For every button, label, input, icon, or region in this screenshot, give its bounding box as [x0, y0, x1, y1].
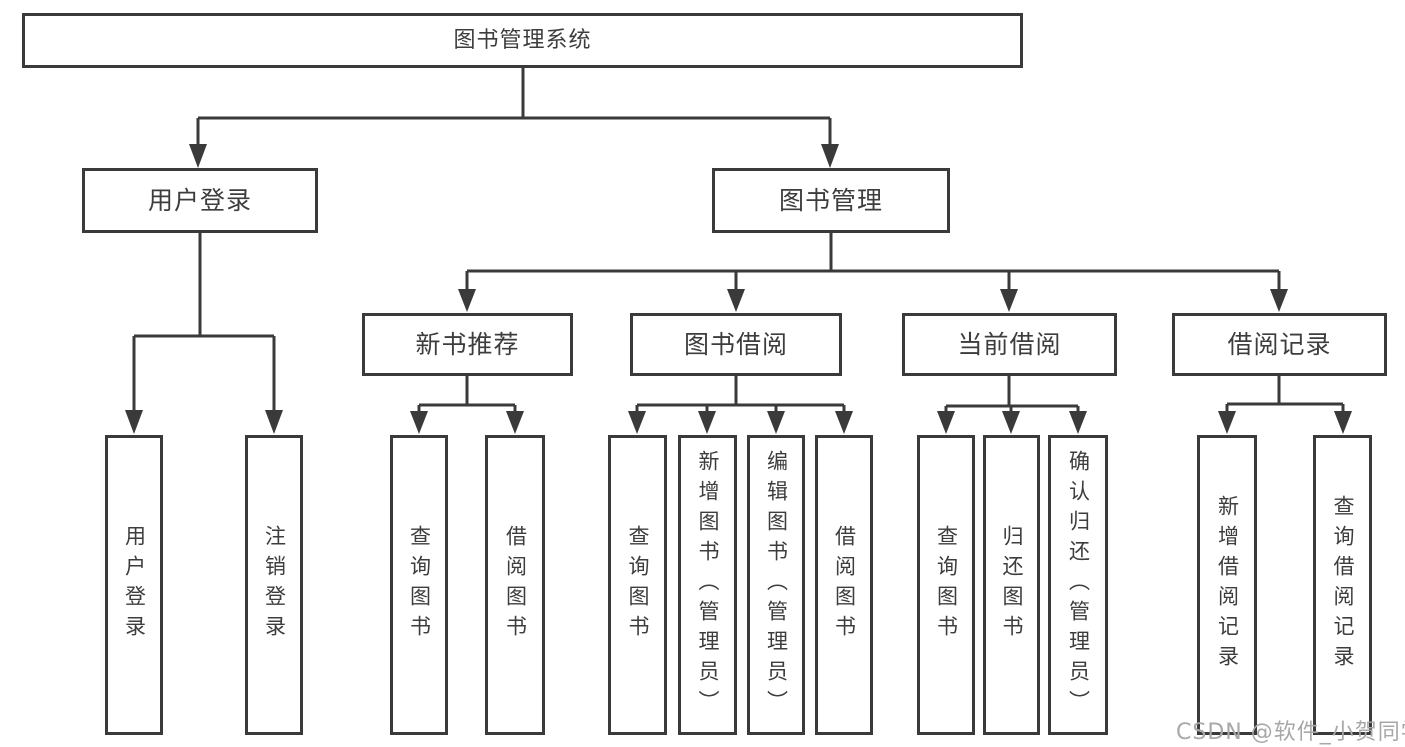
node-current-borrowing: 当前借阅 — [902, 313, 1117, 376]
node-logout: 注销登录 — [245, 435, 303, 735]
node-add-book-admin: 新增图书（管理员） — [678, 435, 737, 735]
connector-current-borrowing-to-children — [937, 376, 1087, 434]
node-borrow-books-recommend: 借阅图书 — [485, 435, 545, 735]
node-query-books-recommend: 查询图书 — [390, 435, 448, 735]
node-book-borrowing: 图书借阅 — [630, 313, 842, 376]
csdn-watermark: CSDN @软件_小贺同学 — [1176, 720, 1405, 745]
node-user-login-leaf: 用户登录 — [105, 435, 163, 735]
connector-new-book-recommendation-to-children — [410, 376, 524, 434]
connector-user-login-to-children — [125, 233, 283, 434]
node-add-borrow-record: 新增借阅记录 — [1197, 435, 1257, 735]
node-return-books: 归还图书 — [983, 435, 1040, 735]
node-user-login: 用户登录 — [82, 168, 318, 233]
node-edit-book-admin: 编辑图书（管理员） — [747, 435, 805, 735]
node-query-books-current: 查询图书 — [917, 435, 975, 735]
connector-book-management-to-level3 — [458, 233, 1288, 312]
node-query-books-borrowing: 查询图书 — [608, 435, 667, 735]
connector-borrowing-records-to-children — [1218, 376, 1352, 434]
connector-book-borrowing-to-children — [628, 376, 853, 434]
node-book-management: 图书管理 — [712, 168, 950, 233]
node-library-management-system: 图书管理系统 — [22, 13, 1023, 68]
node-new-book-recommendation: 新书推荐 — [362, 313, 573, 376]
node-borrowing-records: 借阅记录 — [1172, 313, 1387, 376]
node-borrow-books-borrowing: 借阅图书 — [815, 435, 873, 735]
node-confirm-return-admin: 确认归还（管理员） — [1048, 435, 1108, 735]
connector-root-to-level2 — [189, 68, 839, 168]
node-query-borrow-record: 查询借阅记录 — [1313, 435, 1372, 735]
